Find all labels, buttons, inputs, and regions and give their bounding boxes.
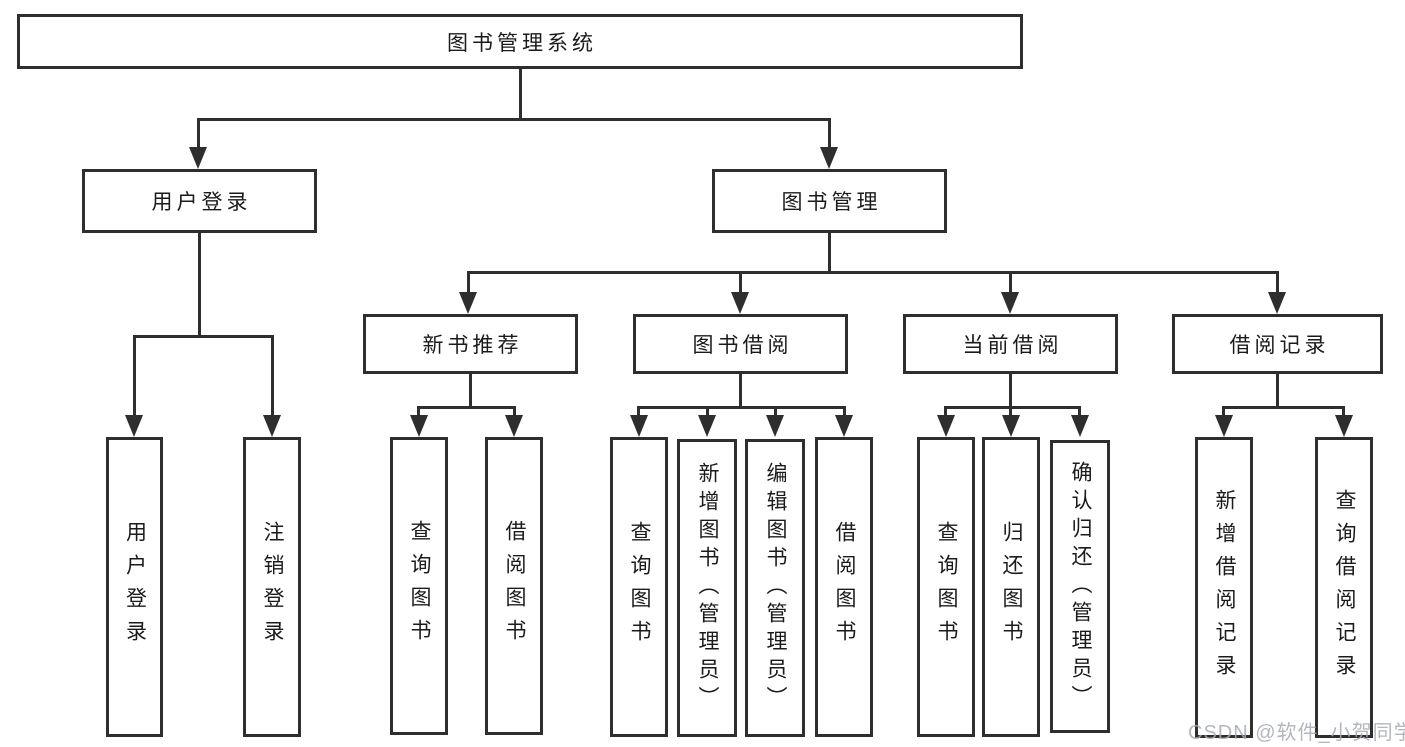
arrowhead-icon	[125, 415, 143, 437]
node-current-borrowing: 当前借阅	[903, 314, 1118, 374]
arrowhead-icon	[630, 415, 648, 437]
node-user-login: 用户登录	[82, 169, 317, 233]
arrowhead-icon	[189, 147, 207, 169]
connector-line	[1009, 374, 1012, 409]
connector-line	[739, 374, 742, 409]
leaf-return-book: 归还图书	[982, 437, 1040, 737]
arrowhead-icon	[1002, 415, 1020, 437]
node-book-borrowing: 图书借阅	[633, 314, 848, 374]
arrowhead-icon	[820, 147, 838, 169]
connector-line	[1276, 274, 1279, 296]
node-root: 图书管理系统	[17, 14, 1023, 69]
leaf-user-login: 用户登录	[106, 437, 163, 737]
connector-line	[828, 121, 831, 149]
connector-line	[467, 271, 1279, 274]
connector-line	[469, 374, 472, 409]
connector-line	[133, 335, 274, 338]
connector-line	[271, 338, 274, 418]
leaf-query-books-1: 查询图书	[390, 437, 448, 735]
leaf-edit-book-admin: 编辑图书（管理员）	[745, 439, 805, 737]
connector-line	[197, 121, 200, 149]
arrowhead-icon	[937, 415, 955, 437]
leaf-confirm-return-admin: 确认归还（管理员）	[1050, 440, 1110, 733]
arrowhead-icon	[505, 415, 523, 437]
connector-line	[133, 338, 136, 418]
arrowhead-icon	[698, 415, 716, 437]
connector-line	[197, 118, 831, 121]
node-book-management: 图书管理	[712, 169, 947, 233]
connector-line	[739, 274, 742, 296]
arrowhead-icon	[410, 415, 428, 437]
leaf-add-borrow-record: 新增借阅记录	[1195, 437, 1253, 738]
leaf-query-borrow-record: 查询借阅记录	[1315, 437, 1373, 738]
arrowhead-icon	[731, 292, 749, 314]
arrowhead-icon	[1071, 415, 1089, 437]
connector-line	[1276, 374, 1279, 409]
leaf-query-books-3: 查询图书	[917, 437, 975, 737]
connector-line	[1222, 406, 1345, 409]
node-new-book-recommend: 新书推荐	[363, 314, 578, 374]
arrowhead-icon	[459, 292, 477, 314]
connector-line	[1009, 274, 1012, 296]
leaf-query-books-2: 查询图书	[610, 437, 668, 737]
arrowhead-icon	[1335, 415, 1353, 437]
leaf-logout: 注销登录	[243, 437, 301, 737]
arrowhead-icon	[1268, 292, 1286, 314]
arrowhead-icon	[1215, 415, 1233, 437]
connector-line	[467, 274, 470, 296]
watermark: CSDN @软件_小贺同学	[1188, 722, 1405, 744]
connector-line	[198, 233, 201, 337]
leaf-add-book-admin: 新增图书（管理员）	[677, 439, 737, 737]
connector-line	[519, 68, 522, 121]
arrowhead-icon	[766, 415, 784, 437]
arrowhead-icon	[263, 415, 281, 437]
leaf-borrow-books-2: 借阅图书	[815, 437, 873, 737]
arrowhead-icon	[1001, 292, 1019, 314]
node-borrowing-records: 借阅记录	[1172, 314, 1383, 374]
connector-line	[637, 406, 846, 409]
connector-line	[944, 406, 1081, 409]
arrowhead-icon	[835, 415, 853, 437]
connector-line	[828, 233, 831, 274]
connector-line	[417, 406, 516, 409]
leaf-borrow-books-1: 借阅图书	[485, 437, 543, 735]
